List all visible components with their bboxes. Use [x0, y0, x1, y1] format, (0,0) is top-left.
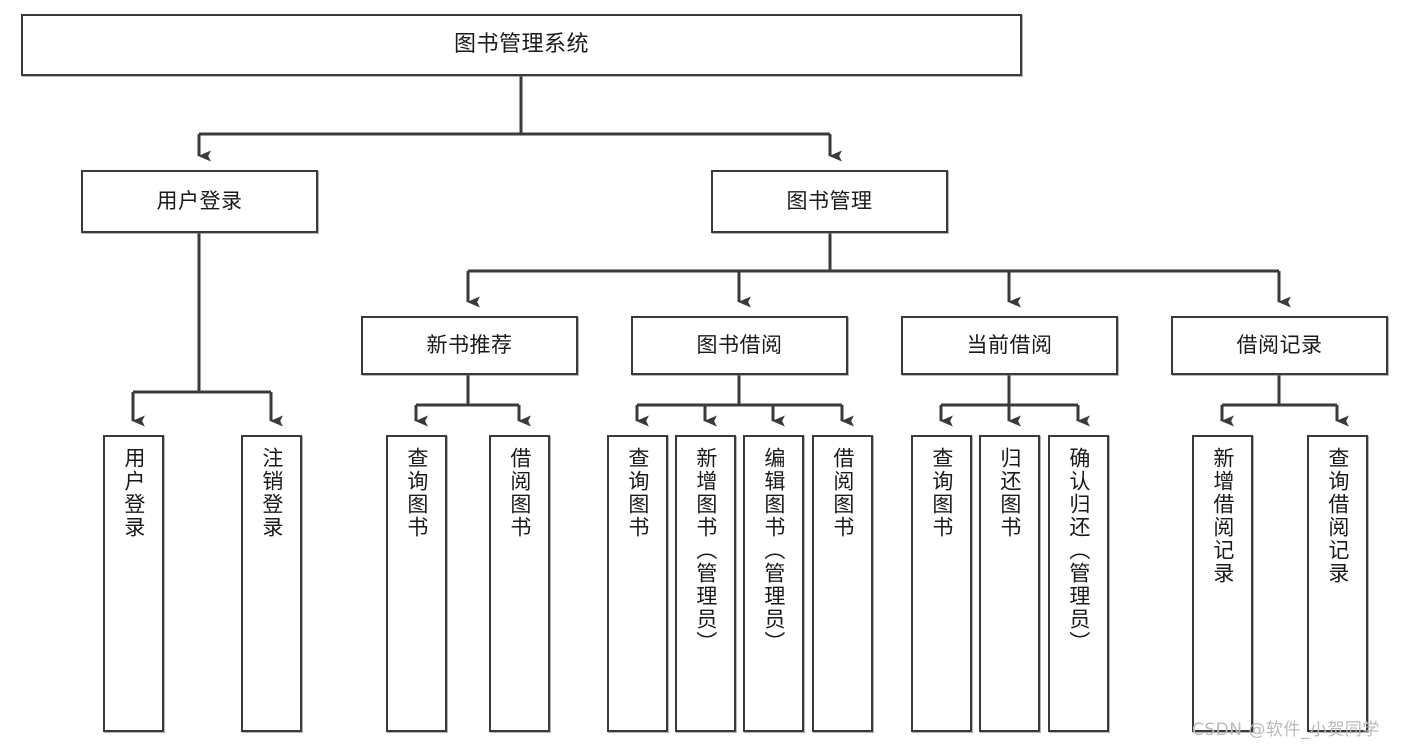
node-label: 新增借阅记录	[1210, 447, 1235, 585]
node-label: 用户登录	[156, 189, 243, 214]
leaf-edit-book-admin[interactable]: 编辑图书（管理员）	[743, 435, 804, 732]
node-label: 查询借阅记录	[1325, 447, 1350, 585]
node-label: 新增图书（管理员）	[693, 447, 718, 654]
node-label: 查询图书	[404, 447, 429, 539]
leaf-user-login[interactable]: 用户登录	[103, 435, 164, 732]
leaf-query-borrowing-record[interactable]: 查询借阅记录	[1307, 435, 1368, 732]
leaf-query-books-recommendation[interactable]: 查询图书	[386, 435, 447, 732]
leaf-return-books[interactable]: 归还图书	[979, 435, 1040, 732]
leaf-add-borrowing-record[interactable]: 新增借阅记录	[1192, 435, 1253, 732]
leaf-borrow-books-recommendation[interactable]: 借阅图书	[489, 435, 550, 732]
node-label: 当前借阅	[966, 333, 1053, 358]
node-label: 图书管理	[786, 189, 873, 214]
node-label: 注销登录	[259, 447, 284, 539]
node-label: 查询图书	[625, 447, 650, 539]
leaf-borrow-books[interactable]: 借阅图书	[812, 435, 873, 732]
node-label: 借阅图书	[507, 447, 532, 539]
node-book-borrowing[interactable]: 图书借阅	[631, 316, 848, 375]
node-borrowing-records[interactable]: 借阅记录	[1171, 316, 1388, 375]
leaf-query-books-current[interactable]: 查询图书	[911, 435, 972, 732]
leaf-confirm-return-admin[interactable]: 确认归还（管理员）	[1048, 435, 1109, 732]
leaf-query-books-borrowing[interactable]: 查询图书	[607, 435, 668, 732]
csdn-watermark: CSDN @软件_小贺同学	[1192, 720, 1380, 740]
node-label: 确认归还（管理员）	[1066, 447, 1091, 654]
node-user-login[interactable]: 用户登录	[81, 170, 318, 233]
node-book-management[interactable]: 图书管理	[711, 170, 948, 233]
node-current-borrowing[interactable]: 当前借阅	[901, 316, 1118, 375]
node-label: 图书管理系统	[453, 32, 589, 58]
node-label: 新书推荐	[426, 333, 513, 358]
node-label: 用户登录	[121, 447, 146, 539]
node-new-book-recommendation[interactable]: 新书推荐	[361, 316, 578, 375]
node-root-book-management-system[interactable]: 图书管理系统	[21, 14, 1022, 76]
node-label: 编辑图书（管理员）	[761, 447, 786, 654]
node-label: 借阅记录	[1236, 333, 1323, 358]
node-label: 借阅图书	[830, 447, 855, 539]
node-label: 查询图书	[929, 447, 954, 539]
node-label: 图书借阅	[696, 333, 783, 358]
node-label: 归还图书	[997, 447, 1022, 539]
leaf-logout[interactable]: 注销登录	[241, 435, 302, 732]
leaf-add-book-admin[interactable]: 新增图书（管理员）	[675, 435, 736, 732]
